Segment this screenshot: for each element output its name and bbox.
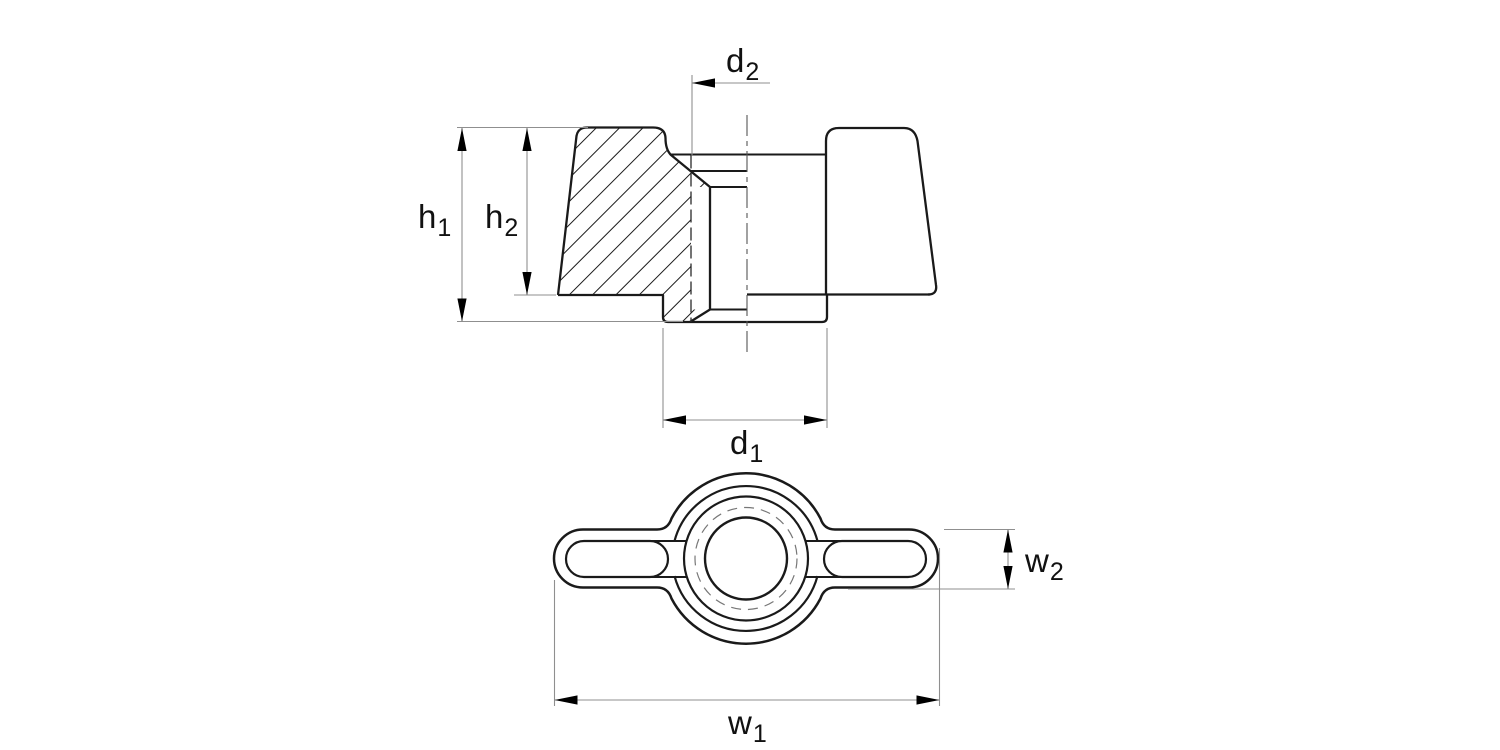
w1-label-base: w [728, 704, 752, 741]
d2-label-sub: 2 [745, 58, 760, 86]
dimensions [457, 75, 1015, 706]
d1-label-base: d [730, 424, 749, 461]
w2-arrow-down [1003, 566, 1013, 589]
left-wing-section-outline [556, 126, 712, 323]
section-view [556, 115, 938, 353]
boss-circle-outer-bottom-arc [673, 575, 819, 633]
left-wing-inner-pill [564, 539, 670, 579]
d2-label: d2 [726, 42, 759, 85]
h2-label-sub: 2 [504, 214, 519, 242]
plan-outer-silhouette [552, 472, 940, 645]
d1-arrow-right [804, 415, 827, 425]
h1-label-base: h [418, 198, 437, 235]
h1-arrow-up [457, 128, 467, 151]
w2-label-base: w [1025, 542, 1049, 579]
right-wing-outline [824, 126, 938, 296]
hole-circle [703, 516, 789, 601]
w1-label-sub: 1 [752, 720, 767, 748]
d1-arrow-left [663, 415, 686, 425]
d2-label-base: d [726, 42, 745, 79]
h1-label: h1 [418, 198, 451, 241]
w2-label-sub: 2 [1049, 558, 1064, 586]
section-hatch-fill [558, 127, 710, 322]
right-wing-inner-pill [822, 539, 928, 579]
d1-label: d1 [730, 424, 763, 467]
h2-arrow-up [522, 128, 532, 151]
boss-top-face-circle [682, 495, 810, 622]
thread-dashed-circle [694, 506, 798, 611]
plan-view [552, 472, 940, 645]
h1-label-sub: 1 [437, 214, 452, 242]
d2-arrow-left [692, 78, 715, 88]
h2-arrow-down [522, 272, 532, 295]
d1-label-sub: 1 [749, 440, 764, 468]
h2-label-base: h [485, 198, 504, 235]
boss-circle-outer-top-arc [673, 484, 819, 542]
w2-label: w2 [1025, 542, 1064, 585]
w2-arrow-up [1003, 529, 1013, 553]
w1-label: w1 [728, 704, 767, 747]
dimension-arrows [457, 78, 1013, 705]
w1-arrow-right [916, 695, 940, 705]
h1-arrow-down [457, 298, 467, 322]
w1-arrow-left [554, 695, 578, 705]
h2-label: h2 [485, 198, 518, 241]
